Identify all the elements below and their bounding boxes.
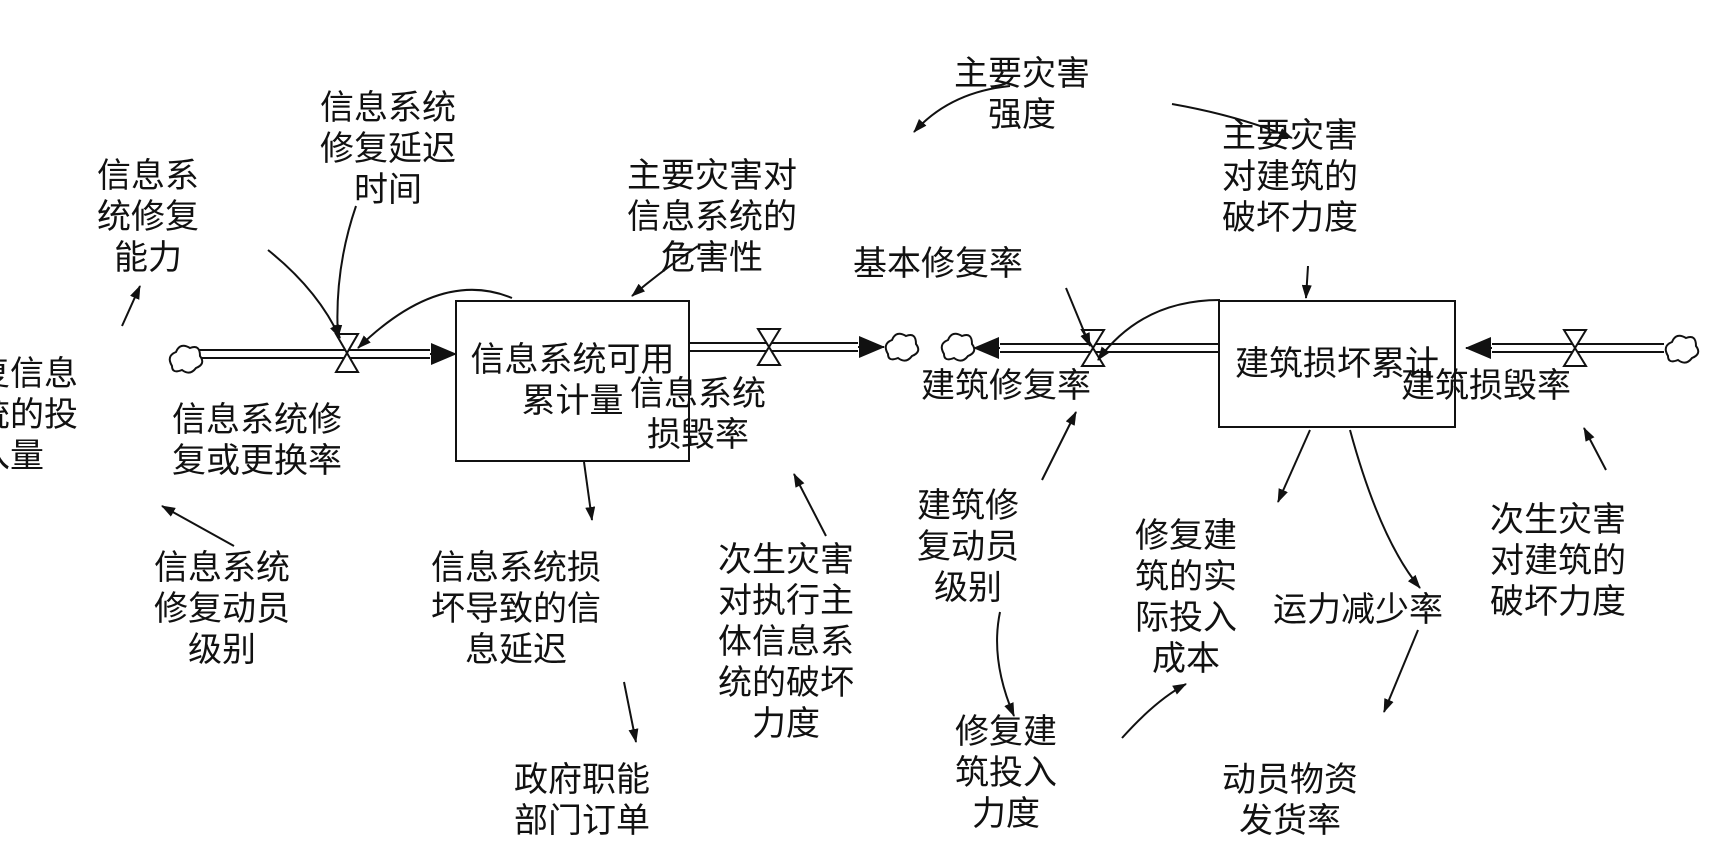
arrow-delay-to-valve bbox=[332, 205, 357, 339]
var-repair-investment: 修复建 筑投入 力度 bbox=[955, 712, 1057, 834]
var-info-repair-input: 修复信息 系统的投 入量 bbox=[0, 354, 78, 476]
var-primary-hazard-to-building: 主要灾害 对建筑的 破坏力度 bbox=[1222, 116, 1358, 238]
cloud-icon bbox=[940, 332, 976, 362]
arrow-stock-to-transport bbox=[1349, 429, 1421, 589]
flow-pipe-building-repair bbox=[973, 337, 1218, 359]
flow-building-damage-rate: 建筑损毁率 bbox=[1401, 366, 1571, 406]
arrow-mobilization-to-investment bbox=[996, 611, 1015, 717]
arrow-hazard-to-info-hazard bbox=[913, 85, 1011, 133]
var-info-mobilization-level: 信息系统 修复动员 级别 bbox=[154, 548, 290, 670]
arrow-transport-to-shipping bbox=[1383, 629, 1419, 713]
arrow-secondary-to-info-damage bbox=[793, 473, 827, 537]
stock-building-damage[interactable]: 建筑损坏累计 bbox=[1218, 300, 1456, 428]
arrow-input-to-capacity bbox=[121, 285, 141, 327]
arrow-building-hazard-to-stock bbox=[1301, 265, 1312, 299]
flow-pipe-info-damage bbox=[690, 336, 885, 358]
arrow-mobilization-to-input bbox=[161, 505, 235, 547]
valve-icon bbox=[334, 333, 360, 373]
arrow-stock-to-info-delay bbox=[583, 461, 596, 521]
flow-pipe-building-damage bbox=[1465, 337, 1664, 359]
arrow-secondary-to-damage-rate bbox=[1583, 427, 1607, 471]
var-material-shipping-rate: 动员物资 发货率 bbox=[1222, 760, 1358, 841]
arrow-stock-to-actual-cost bbox=[1277, 429, 1311, 503]
flow-info-repair-rate: 信息系统修 复或更换率 bbox=[172, 400, 342, 481]
var-secondary-hazard-to-info: 次生灾害 对执行主 体信息系 统的破坏 力度 bbox=[718, 540, 854, 744]
var-government-orders: 政府职能 部门订单 bbox=[514, 760, 650, 841]
arrow-building-mobilization-to-rate bbox=[1041, 411, 1077, 481]
var-info-repair-delay: 信息系统 修复延迟 时间 bbox=[320, 88, 456, 210]
var-info-repair-capacity: 信息系 统修复 能力 bbox=[97, 156, 199, 278]
var-secondary-hazard-to-building: 次生灾害 对建筑的 破坏力度 bbox=[1490, 500, 1626, 622]
cloud-icon bbox=[1664, 334, 1700, 364]
var-primary-hazard-to-info: 主要灾害对 信息系统的 危害性 bbox=[627, 156, 797, 278]
arrow-stock-to-valve bbox=[357, 288, 513, 349]
flow-info-damage-rate: 信息系统 损毁率 bbox=[630, 374, 766, 455]
stock-info-system-label: 信息系统可用 累计量 bbox=[470, 340, 675, 421]
var-info-damage-delay: 信息系统损 坏导致的信 息延迟 bbox=[431, 548, 601, 670]
var-primary-hazard-intensity: 主要灾害 强度 bbox=[954, 54, 1090, 135]
cloud-icon bbox=[168, 344, 204, 374]
var-building-mobilization-level: 建筑修 复动员 级别 bbox=[917, 486, 1019, 608]
arrow-hazard-to-building-hazard bbox=[1171, 103, 1293, 139]
arrow-stock-to-building-valve bbox=[1097, 299, 1221, 361]
flow-building-repair-rate: 建筑修复率 bbox=[921, 366, 1091, 406]
arrow-info-hazard-to-stock bbox=[631, 245, 699, 297]
stock-info-system[interactable]: 信息系统可用 累计量 bbox=[455, 300, 690, 462]
stock-building-damage-label: 建筑损坏累计 bbox=[1235, 343, 1439, 384]
arrow-investment-to-actual-cost bbox=[1121, 683, 1187, 739]
flow-pipe-info-repair bbox=[198, 343, 457, 365]
cloud-icon bbox=[884, 332, 920, 362]
valve-icon bbox=[1562, 329, 1588, 367]
arrow-basic-rate-to-valve bbox=[1065, 287, 1091, 347]
arrow-capacity-to-valve bbox=[267, 249, 341, 339]
valve-icon bbox=[756, 328, 782, 366]
var-actual-repair-cost: 修复建 筑的实 际投入 成本 bbox=[1135, 516, 1237, 679]
var-basic-repair-rate: 基本修复率 bbox=[853, 244, 1023, 284]
arrow-info-delay-to-orders bbox=[623, 681, 639, 743]
var-transport-reduction: 运力减少率 bbox=[1273, 590, 1443, 630]
